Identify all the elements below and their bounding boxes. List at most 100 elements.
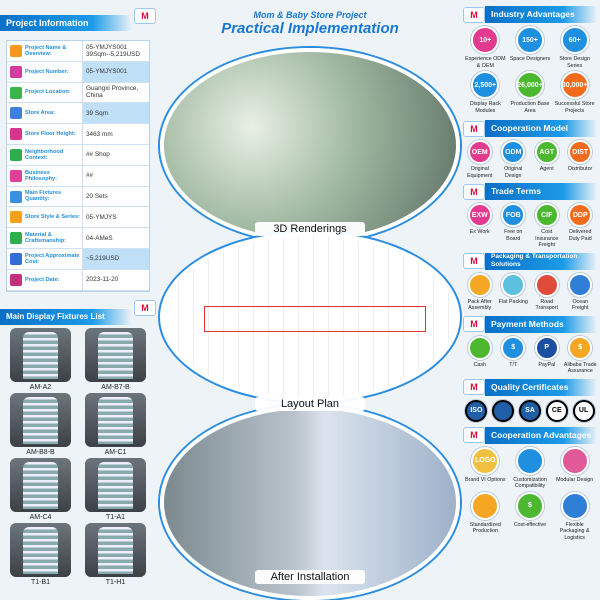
info-row-icon [10, 190, 22, 203]
fixture-item[interactable]: AM-B7-B [81, 328, 150, 391]
info-value: 05-YMJYS [86, 213, 117, 221]
project-information-header: Project Information [0, 15, 132, 31]
badge-label: Original Design [504, 166, 523, 179]
badge-icon [471, 491, 500, 520]
badge-label: Display Rack Modules [469, 101, 501, 114]
badge-icon: 26,000+ [515, 71, 544, 99]
info-row: Project Date:2023-11-20 [7, 269, 149, 291]
badge-label: Road Transport [535, 298, 558, 312]
info-label: Main Fixtures Quantity: [25, 186, 83, 207]
badge-item: 60+Store Design Series [553, 26, 597, 69]
info-row: Project Location:Guangxi Province, China [7, 82, 149, 104]
info-row: Store Area:39 Sqm [7, 103, 149, 125]
badge-item: $Cost-effective [508, 491, 552, 542]
badge-icon [534, 272, 559, 297]
certificate-iso-icon: ISO [465, 399, 488, 422]
badge-icon: 150+ [515, 26, 544, 54]
badge-item: Flat Packing [497, 272, 531, 312]
badge-icon: CIF [534, 203, 559, 227]
info-value: 2023-11-20 [86, 276, 119, 284]
info-row-icon [10, 107, 22, 120]
badge-label: Delivered Duty Paid [568, 229, 592, 242]
project-info-table: Project Name & Overview:05-YMJYS001 39Sq… [6, 40, 150, 292]
info-row: Material & Craftsmanship:04-AMeS [7, 228, 149, 249]
fixture-item[interactable]: AM-A2 [6, 328, 75, 391]
badge-icon: DIST [568, 140, 593, 164]
info-label: Project Approximate Cost: [25, 248, 83, 269]
fixture-label: AM-C4 [29, 514, 52, 521]
certificate-ce-icon: CE [545, 399, 568, 422]
info-row-icon [10, 65, 22, 78]
fixture-image [85, 393, 146, 447]
info-label: Business Philosophy: [25, 165, 83, 186]
badge-item: Customization Compatibility [508, 446, 552, 490]
fixture-item[interactable]: AM-B8-B [6, 393, 75, 456]
badge-item: Standardized Production [463, 491, 507, 542]
fixture-item[interactable]: T1-B1 [6, 523, 75, 586]
info-value: ## [86, 172, 94, 180]
badge-icon: $ [568, 335, 593, 360]
badge-icon [515, 446, 544, 475]
badge-icon [568, 272, 593, 297]
badge-item: Ocean Freight [564, 272, 598, 312]
layout-plan-label: Layout Plan [255, 397, 365, 411]
layout-plan-image [160, 232, 460, 402]
section-header: Cooperation Model [485, 120, 597, 137]
badge-icon [560, 446, 589, 475]
badge-icon [467, 335, 492, 360]
fixture-image [10, 393, 71, 447]
brand-logo: M [463, 253, 485, 269]
badge-label: Distributor [568, 166, 593, 172]
badge-item: Modular Design [553, 446, 597, 490]
badge-item: 10+Experience ODM & OEM [463, 26, 507, 69]
badge-item: 26,000+ Production Base Area [508, 71, 552, 114]
info-label: Material & Craftsmanship: [25, 228, 83, 248]
info-row-icon [10, 211, 22, 224]
info-row-icon [10, 86, 22, 99]
fixture-image [85, 458, 146, 512]
after-installation-label: After Installation [255, 570, 365, 584]
info-row: Store Floor Height:3463 mm [7, 124, 149, 145]
badge-item: CIF Cost Insurance Freight [530, 203, 564, 249]
info-label: Project Location: [25, 82, 83, 103]
badge-label: Pack After Assembly [467, 298, 492, 312]
fixture-item[interactable]: AM-C1 [81, 393, 150, 456]
badge-item: Road Transport [530, 272, 564, 312]
fixture-item[interactable]: T1-H1 [81, 523, 150, 586]
info-value: 04-AMeS [86, 234, 113, 242]
fixture-label: AM-A2 [29, 384, 52, 391]
certificate-ul-icon: UL [572, 399, 595, 422]
badge-label: Cost-effective [513, 521, 547, 528]
fixture-label: AM-B7-B [101, 384, 130, 391]
badge-icon: 30,000+ [560, 71, 589, 99]
fixture-item[interactable]: T1-A1 [81, 458, 150, 521]
fixture-item[interactable]: AM-C4 [6, 458, 75, 521]
info-value: 05-YMJYS001 [83, 61, 149, 82]
badge-icon: $ [501, 335, 526, 360]
brand-logo: M [463, 316, 485, 332]
3d-renderings-label: 3D Renderings [255, 222, 365, 236]
badge-icon [560, 491, 589, 520]
section-header: Packaging & Transportation Solutions [485, 252, 597, 270]
badge-label: Cost Insurance Freight [535, 229, 559, 248]
fixture-image [10, 328, 71, 382]
badge-label: Experience ODM & OEM [465, 56, 506, 69]
fixture-label: T1-A1 [105, 514, 126, 521]
info-value: 05-YMJYS001 39Sqm--5,219USD [86, 43, 140, 58]
info-row: Project Name & Overview:05-YMJYS001 39Sq… [7, 41, 149, 62]
info-row: Business Philosophy:## [7, 165, 149, 187]
badge-item: 2,500+Display Rack Modules [463, 71, 507, 114]
info-row: Store Style & Series:05-YMJYS [7, 207, 149, 229]
badge-label: Space Designers [509, 56, 551, 62]
badge-icon [467, 272, 492, 297]
info-row-icon [10, 273, 22, 286]
fixture-label: AM-C1 [104, 449, 127, 456]
info-row: Neighborhood Context:## Shop [7, 144, 149, 166]
badge-label: Production Base Area [510, 101, 550, 114]
badge-item: $Alibaba Trade Assurance [564, 335, 598, 375]
